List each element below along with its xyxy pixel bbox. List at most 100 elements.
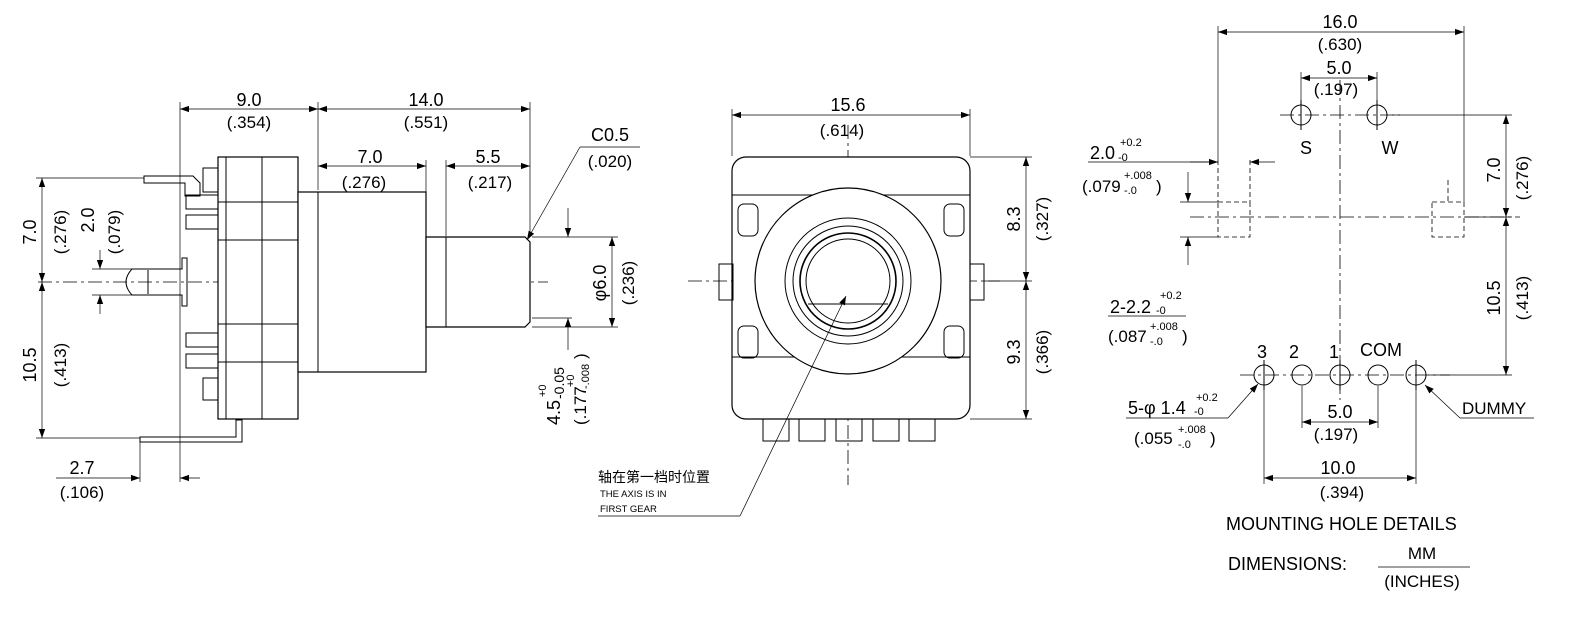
- dim-7-0-shaft-mm: 7.0: [357, 147, 382, 167]
- dim-4-5-in-up: +0: [565, 374, 577, 387]
- label-dummy: DUMMY: [1462, 399, 1526, 418]
- dim-4-5-tol-up: +0: [537, 384, 549, 397]
- dim-dia-6-0-mm: φ6.0: [590, 265, 610, 302]
- dim-2-2-2-tol-up: +0.2: [1160, 290, 1182, 302]
- note-en-2: FIRST GEAR: [600, 504, 657, 515]
- dim-5-0-bottom-mm: 5.0: [1327, 402, 1352, 422]
- dim-10-0-mm: 10.0: [1320, 458, 1355, 478]
- units-in: (INCHES): [1384, 572, 1460, 591]
- dim-5-hole-tol-dn: -0: [1194, 406, 1204, 418]
- dim-2-0-mm-group: 2.0 +0.2 -0: [1090, 137, 1142, 164]
- mount-slot-right: [1431, 201, 1465, 238]
- dim-10-5-mount-mm: 10.5: [1484, 280, 1504, 315]
- dim-4-5-in-close: ): [571, 353, 590, 359]
- pin-label-3: 3: [1257, 342, 1267, 362]
- dim-2-0-tol-dn: -0: [1118, 152, 1128, 164]
- dim-2-0-in-close: ): [1156, 177, 1162, 196]
- mount-slot-left: [1217, 201, 1251, 238]
- dim-10-0-in: (.394): [1320, 483, 1364, 502]
- dim-7-0-shaft-in: (.276): [342, 173, 386, 192]
- dim-15-6-in: (.614): [820, 121, 864, 140]
- note-en-1: THE AXIS IS IN: [600, 489, 667, 500]
- dim-5-hole-in-close: ): [1210, 429, 1216, 448]
- front-pin: [908, 418, 936, 442]
- dim-10-5-v-in: (.413): [51, 343, 70, 387]
- side-view: 9.0 (.354) 14.0 (.551) 7.0 (.276) 5.5 (.…: [20, 90, 640, 502]
- dim-10-5-mount-in: (.413): [1513, 276, 1532, 320]
- dim-2-2-2-tol-dn: -0: [1156, 305, 1166, 317]
- dim-4-5-in: (.177: [571, 386, 590, 425]
- dim-14-0-in: (.551): [404, 113, 448, 132]
- dim-8-3-in: (.327): [1033, 197, 1052, 241]
- dim-dia-6-0-in: (.236): [619, 261, 638, 305]
- dim-5-hole-in-group: (.055 +.008 -.0 ): [1134, 424, 1216, 451]
- dim-7-0-v-in: (.276): [51, 210, 70, 254]
- dim-9-3-in: (.366): [1033, 330, 1052, 374]
- side-terminal-lug: [125, 257, 188, 307]
- front-pin: [872, 418, 900, 442]
- dim-7-0-v-mm: 7.0: [20, 219, 40, 244]
- dim-2-2-2-mm: 2-2.2: [1110, 297, 1151, 317]
- dim-5-hole-mm: 5-φ 1.4: [1128, 398, 1186, 418]
- dim-5-5-mm: 5.5: [475, 147, 500, 167]
- dim-2-0-in-group: (.079 +.008 -.0 ): [1082, 170, 1162, 197]
- dim-5-0-bottom-in: (.197): [1314, 425, 1358, 444]
- front-pin: [835, 418, 863, 442]
- label-w: W: [1382, 138, 1399, 158]
- dim-16-0-in: (.630): [1318, 35, 1362, 54]
- pin-label-com: COM: [1360, 340, 1402, 360]
- dim-2-2-2-in-dn: -.0: [1150, 336, 1163, 348]
- chamfer-mm: C0.5: [591, 125, 629, 145]
- dim-14-0-mm: 14.0: [408, 90, 443, 110]
- mounting-view: S W 3 2 1 COM 16.0 (.630) 5.0 (.197) 2.0: [1082, 12, 1534, 591]
- dim-2-0-in-up: +.008: [1124, 170, 1152, 182]
- dim-2-2-2-in: (.087: [1108, 327, 1147, 346]
- side-bracket-top: [143, 175, 201, 197]
- dim-15-6-mm: 15.6: [830, 95, 865, 115]
- front-view: 15.6 (.614) 8.3 (.327) 9.3 (.366) 轴在第一档时…: [598, 95, 1052, 517]
- dim-2-0-in: (.079: [1082, 177, 1121, 196]
- hole-pin-2: [1291, 364, 1313, 386]
- dim-4-5-mm-group: 4.5 +0 -0.05: [537, 367, 567, 425]
- dim-5-hole-tol-up: +0.2: [1196, 392, 1218, 404]
- dim-2-2-2-in-up: +.008: [1150, 321, 1178, 333]
- dim-2-0-v-mm: 2.0: [78, 207, 98, 232]
- hole-pin-com: [1367, 364, 1389, 386]
- dim-4-5-in-dn: -.008: [580, 364, 592, 389]
- dim-9-3-mm: 9.3: [1004, 339, 1024, 364]
- front-bushing-outer: [754, 187, 942, 375]
- dim-9-0-mm: 9.0: [236, 90, 261, 110]
- dim-5-hole-in: (.055: [1134, 429, 1173, 448]
- dim-4-5-tol-dn: -0.05: [551, 367, 567, 399]
- chamfer-in: (.020): [588, 152, 632, 171]
- dim-2-2-2-in-close: ): [1182, 327, 1188, 346]
- dim-2-2-2-in-group: (.087 +.008 -.0 ): [1108, 321, 1188, 348]
- dim-2-7-mm: 2.7: [69, 458, 94, 478]
- mounting-title: MOUNTING HOLE DETAILS: [1226, 514, 1457, 534]
- dim-5-hole-in-up: +.008: [1178, 424, 1206, 436]
- dim-5-0-top-mm: 5.0: [1326, 58, 1351, 78]
- front-shaft: [799, 232, 897, 330]
- side-bushing: [297, 191, 427, 373]
- dim-2-0-mm: 2.0: [1090, 143, 1115, 163]
- dim-2-0-tol-up: +0.2: [1120, 137, 1142, 149]
- dim-7-0-mount-in: (.276): [1513, 156, 1532, 200]
- dim-8-3-mm: 8.3: [1004, 206, 1024, 231]
- dim-5-0-top-in: (.197): [1314, 80, 1358, 99]
- dim-4-5-mm: 4.5: [544, 400, 564, 425]
- dim-4-5-in-group: (.177 +0 -.008 ): [565, 353, 592, 425]
- dim-10-5-v-mm: 10.5: [20, 347, 40, 382]
- note-cn: 轴在第一档时位置: [598, 469, 710, 485]
- dim-9-0-in: (.354): [227, 113, 271, 132]
- side-bracket-bottom: [139, 419, 243, 443]
- dim-2-0-in-dn: -.0: [1124, 185, 1137, 197]
- dim-2-2-2-mm-group: 2-2.2 +0.2 -0: [1110, 290, 1182, 317]
- units-label: DIMENSIONS:: [1228, 554, 1347, 574]
- pin-label-2: 2: [1289, 342, 1299, 362]
- pin-label-1: 1: [1329, 342, 1339, 362]
- dim-5-hole-mm-group: 5-φ 1.4 +0.2 -0: [1128, 392, 1218, 418]
- side-housing: [217, 156, 299, 420]
- side-shaft: [425, 236, 531, 328]
- dim-16-0-mm: 16.0: [1322, 12, 1357, 32]
